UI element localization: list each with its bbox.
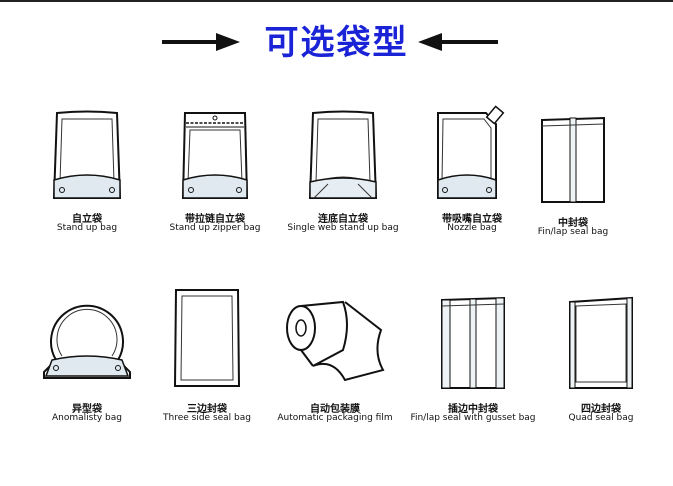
page-title: 可选袋型 — [264, 23, 409, 63]
bag-name-en: Single web stand up bag — [287, 223, 399, 233]
bag-name-cn: 中封袋 — [558, 218, 588, 229]
single-web-stand-up-bag-icon — [308, 110, 378, 199]
bag-name-en: Fin/lap seal with gusset bag — [410, 413, 536, 423]
stand-up-bag-icon — [52, 110, 122, 199]
bag-card-quad-seal: 四边封袋 Quad seal bag — [568, 296, 634, 426]
bag-card-film-roll: 自动包装膜 Automatic packaging film — [277, 300, 393, 428]
nozzle-bag-icon — [437, 105, 505, 199]
bag-name-en: Anomalisty bag — [52, 413, 122, 423]
bag-name-cn: 带拉链自立袋 — [185, 214, 245, 225]
bag-name-cn: 四边封袋 — [581, 404, 621, 415]
bag-name-cn: 连底自立袋 — [318, 214, 368, 225]
bag-name-cn: 带吸嘴自立袋 — [442, 214, 502, 225]
bag-card-nozzle: 带吸嘴自立袋 Nozzle bag — [436, 105, 508, 240]
bag-name-cn: 自立袋 — [72, 214, 102, 225]
bag-name-en: Quad seal bag — [568, 413, 634, 423]
header: 可选袋型 — [0, 22, 673, 66]
bag-card-gusset-fin-seal: 插边中封袋 Fin/lap seal with gusset bag — [410, 296, 536, 426]
bag-name-cn: 自动包装膜 — [310, 404, 360, 415]
bag-name-en: Stand up bag — [56, 223, 118, 233]
gusset-fin-seal-bag-icon — [441, 296, 505, 389]
bag-card-single-web: 连底自立袋 Single web stand up bag — [287, 110, 399, 240]
bag-card-zipper-stand-up: 带拉链自立袋 Stand up zipper bag — [169, 110, 261, 240]
bag-name-en: Automatic packaging film — [277, 413, 393, 423]
bag-name-cn: 三边封袋 — [187, 404, 227, 415]
shaped-bag-icon — [43, 304, 131, 379]
bag-name-en: Stand up zipper bag — [169, 223, 261, 233]
bag-card-fin-seal: 中封袋 Fin/lap seal bag — [538, 116, 608, 246]
three-side-seal-bag-icon — [173, 289, 241, 387]
bag-name-en: Nozzle bag — [447, 223, 497, 233]
quad-seal-bag-icon — [569, 296, 633, 389]
bag-card-three-side: 三边封袋 Three side seal bag — [163, 288, 251, 428]
film-roll-icon — [286, 300, 385, 382]
fin-seal-bag-icon — [541, 116, 605, 203]
top-divider — [0, 0, 673, 2]
bag-name-en: Fin/lap seal bag — [537, 227, 609, 237]
bag-name-en: Three side seal bag — [163, 413, 251, 423]
bag-name-cn: 异型袋 — [72, 404, 102, 415]
arrow-right-icon — [162, 33, 240, 51]
arrow-left-icon — [418, 33, 498, 51]
bag-card-shaped: 异型袋 Anomalisty bag — [42, 288, 132, 428]
bag-card-stand-up: 自立袋 Stand up bag — [52, 110, 122, 240]
bag-name-cn: 插边中封袋 — [448, 404, 498, 415]
zipper-stand-up-bag-icon — [181, 112, 249, 199]
